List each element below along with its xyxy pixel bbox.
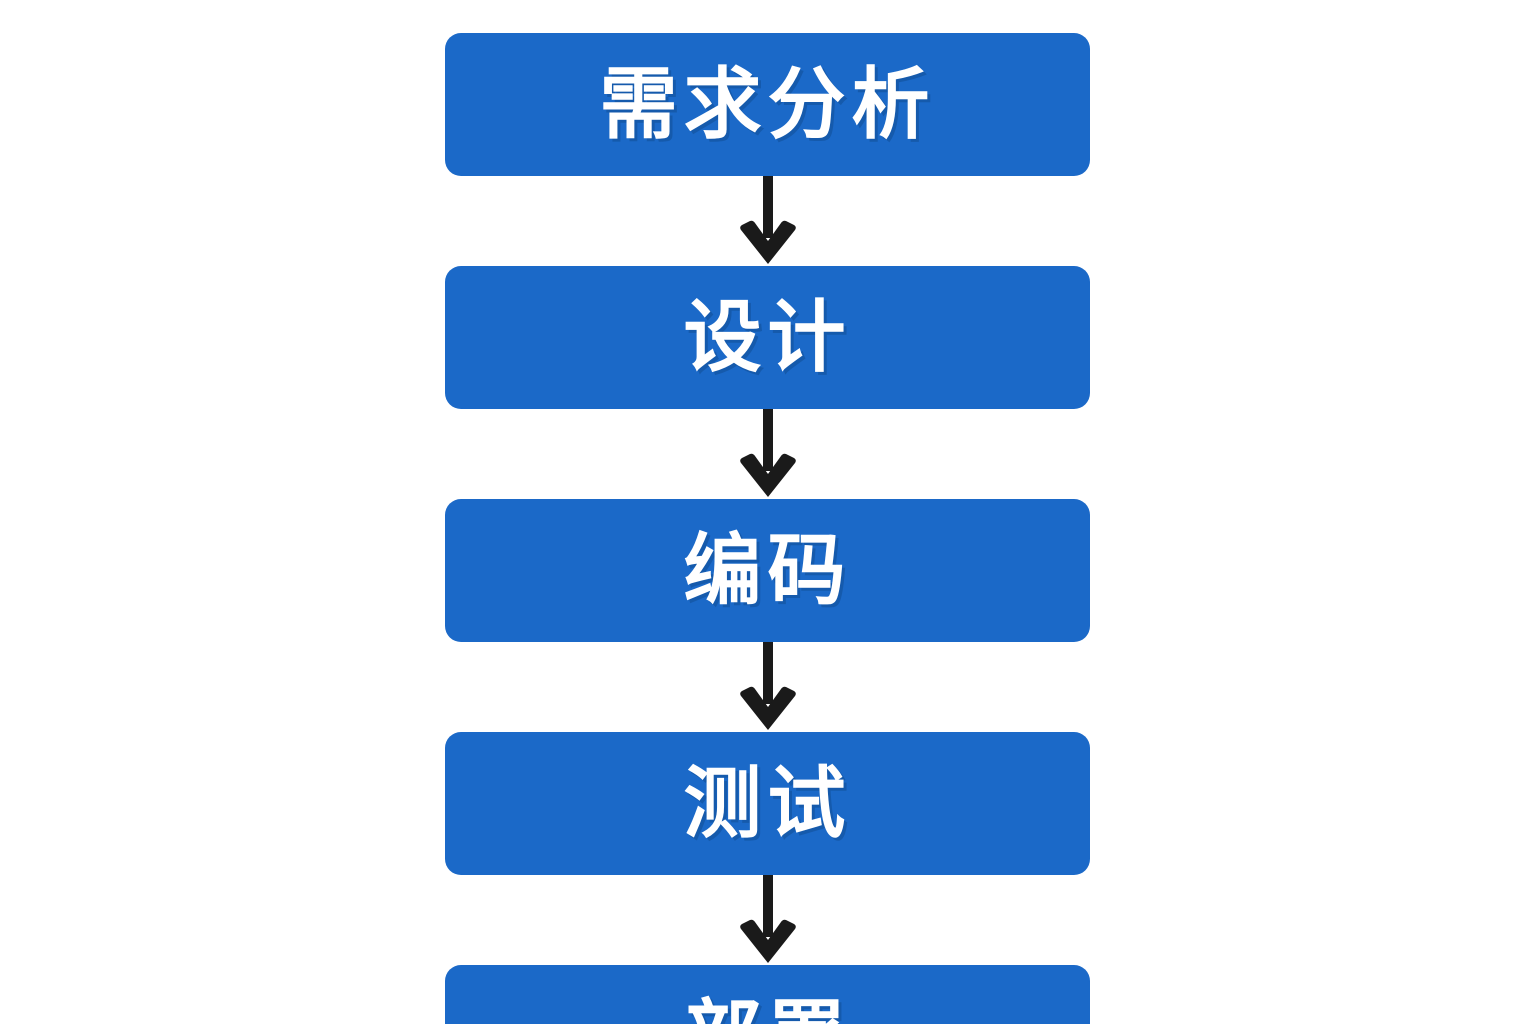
flow-connector-4 (445, 875, 1090, 965)
flow-node-label: 部署 (683, 998, 851, 1024)
flow-node-label: 需求分析 (599, 59, 936, 150)
arrow-down-icon (739, 176, 796, 264)
arrow-down-icon (739, 642, 796, 730)
flow-node-label: 编码 (683, 525, 852, 616)
arrow-down-icon (739, 409, 796, 497)
flow-node-coding[interactable]: 编码 (445, 499, 1090, 642)
flow-connector-2 (445, 409, 1090, 499)
flow-node-label: 测试 (683, 758, 852, 849)
flow-connector-1 (445, 176, 1090, 266)
flowchart-node-column: 需求分析 设计 编码 测试 (445, 33, 1090, 1024)
flow-node-testing[interactable]: 测试 (445, 732, 1090, 875)
flow-node-design[interactable]: 设计 (445, 266, 1090, 409)
arrow-down-icon (739, 875, 796, 963)
flow-connector-3 (445, 642, 1090, 732)
flow-node-requirements-analysis[interactable]: 需求分析 (445, 33, 1090, 176)
flow-node-label: 设计 (683, 292, 852, 383)
flow-node-deployment[interactable]: 部署 (445, 965, 1090, 1024)
